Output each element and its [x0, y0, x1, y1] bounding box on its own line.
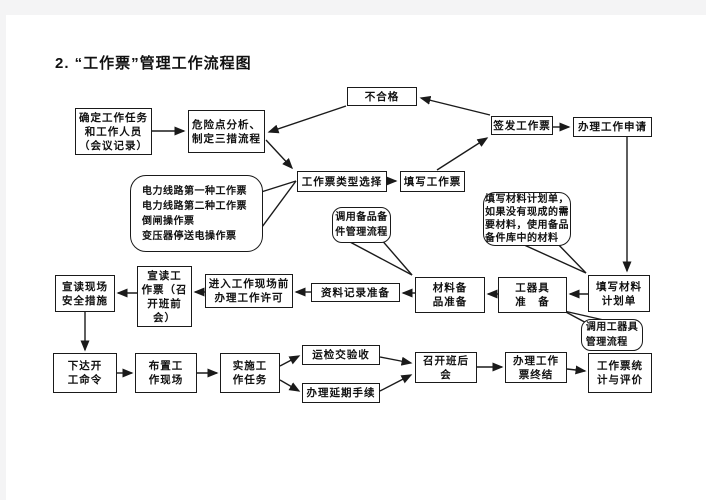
node-issue-ticket: 签发工作票 — [491, 116, 553, 135]
callout-spare-parts-flow: 调用备品备 件管理流程 — [332, 207, 391, 243]
node-records-prep: 资料记录准备 — [311, 283, 400, 302]
arrow-implement-to-delay — [279, 379, 301, 392]
node-hazard-analysis: 危险点分析、 制定三措流程 — [188, 110, 265, 153]
arrow-inspection-to-after-meeting — [379, 356, 413, 366]
callout-ticket-types: 电力线路第一种工作票 电力线路第二种工作票 倒闸操作票 变压器停送电操作票 — [130, 175, 263, 252]
node-read-safety: 宣读现场 安全措施 — [55, 275, 115, 312]
node-after-work-meeting: 召开班后 会 — [415, 352, 477, 383]
arrow-fill-to-issue — [436, 137, 489, 171]
callout-material-note: 填写材料计划单， 如果没有现成的需 要材料，使用备品 备件库中的材料 — [483, 192, 571, 246]
arrow-implement-to-inspection — [279, 355, 301, 367]
node-implement-task: 实施工 作任务 — [220, 353, 280, 393]
arrow-issue-to-unqualified — [419, 95, 491, 116]
tail-spare-parts-a — [349, 241, 413, 276]
node-ticket-statistics: 工作票统 计与评价 — [588, 353, 652, 393]
node-confirm-task: 确定工作任务 和工作人员 （会议记录） — [75, 108, 152, 155]
node-material-prep: 材料备 品准备 — [415, 277, 485, 313]
node-unqualified: 不合格 — [347, 87, 417, 106]
node-inspection-acceptance: 运检交验收 — [302, 345, 380, 365]
arrow-unqualified-to-hazard — [267, 105, 347, 134]
node-work-apply: 办理工作申请 — [573, 117, 652, 137]
node-start-order: 下达开 工命令 — [53, 353, 117, 393]
page-title: 2. “工作票”管理工作流程图 — [55, 55, 252, 72]
arrow-termination-to-statistics — [566, 365, 587, 375]
node-read-ticket-meeting: 宣读工 作票（召 开班前 会） — [137, 266, 192, 327]
callout-tools-flow: 调用工器具 管理流程 — [581, 319, 643, 351]
node-fill-material-plan: 填写材料 计划单 — [588, 275, 650, 312]
tail-material-note-a — [521, 243, 587, 274]
node-ticket-type-select: 工作票类型选择 — [297, 171, 387, 192]
node-fill-ticket: 填写工作票 — [400, 171, 465, 192]
tail-ticket-types-a — [257, 180, 297, 194]
tail-spare-parts-b — [379, 237, 413, 276]
arrow-hazard-to-type-select — [265, 139, 294, 170]
node-tools-prep: 工器具 准 备 — [498, 277, 567, 313]
node-ticket-termination: 办理工作 票终结 — [505, 352, 567, 383]
arrow-delay-to-after-meeting — [379, 374, 413, 392]
node-work-permit: 进入工作现场前 办理工作许可 — [205, 274, 293, 308]
node-delay-procedure: 办理延期手续 — [302, 383, 380, 403]
node-arrange-site: 布置工 作现场 — [135, 353, 197, 393]
